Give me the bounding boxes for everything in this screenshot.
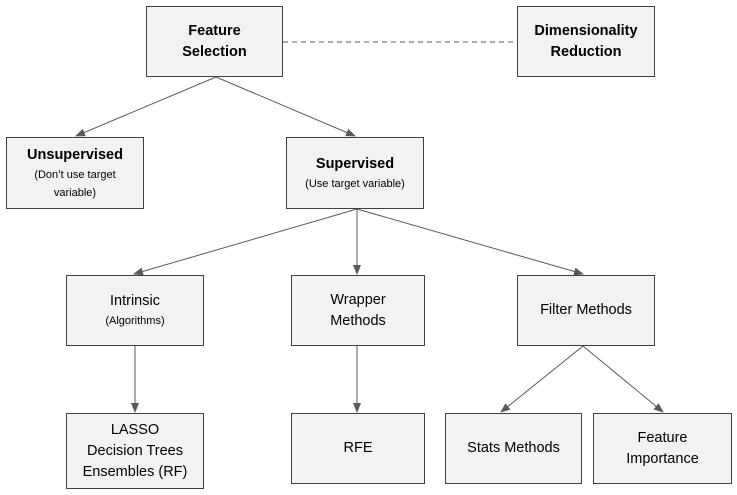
dimensionality-reduction-node: Dimensionality Reduction [517,6,655,77]
unsupervised-subtitle: (Don’t use target variable) [34,168,116,199]
supervised-node: Supervised (Use target variable) [286,137,424,209]
arrow-fs-to-supervised [215,76,356,137]
stats-methods-node: Stats Methods [445,413,582,484]
intrinsic-title: Intrinsic [110,293,160,309]
feature-importance-node: Feature Importance [593,413,732,484]
unsupervised-node: Unsupervised (Don’t use target variable) [6,137,144,209]
stats-methods-title: Stats Methods [467,440,560,456]
wrapper-methods-title: Wrapper Methods [330,291,386,329]
rfe-title: RFE [343,440,373,456]
arrow-fs-to-unsupervised [75,76,217,137]
filter-methods-title: Filter Methods [540,302,632,318]
dimensionality-reduction-title: Dimensionality Reduction [534,22,638,60]
supervised-title: Supervised [315,155,395,172]
rfe-node: RFE [291,413,425,484]
feature-selection-node: Feature Selection [146,6,283,77]
feature-selection-title: Feature Selection [182,22,247,60]
filter-methods-node: Filter Methods [517,275,655,346]
wrapper-methods-node: Wrapper Methods [291,275,425,346]
feature-importance-title: Feature Importance [626,429,699,467]
supervised-subtitle: (Use target variable) [305,177,405,190]
arrow-supervised-to-filter [356,208,584,276]
unsupervised-title: Unsupervised [27,146,123,163]
intrinsic-examples-text: LASSO Decision Trees Ensembles (RF) [82,421,188,480]
intrinsic-examples-node: LASSO Decision Trees Ensembles (RF) [66,413,204,489]
intrinsic-node: Intrinsic (Algorithms) [66,275,204,346]
arrow-filter-to-feature-importance [582,345,664,413]
arrow-supervised-to-intrinsic [133,208,358,276]
arrow-filter-to-stats [500,345,584,413]
intrinsic-subtitle: (Algorithms) [105,315,165,327]
